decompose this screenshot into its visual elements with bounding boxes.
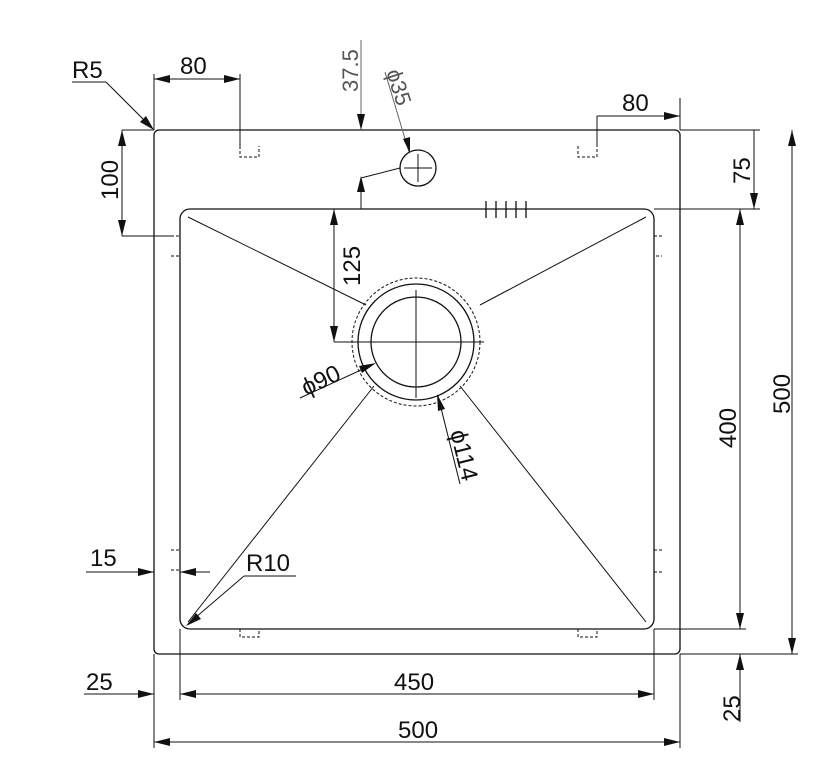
label-bottom-25: 25 [719,695,746,722]
outer-sink-outline [153,129,681,655]
label-400: 400 [715,408,742,448]
mounting-brackets [171,146,662,638]
label-500-height: 500 [769,374,796,414]
dim-left-100: 100 [97,129,171,237]
label-15: 15 [90,545,117,572]
dim-top-right-80: 80 [596,90,681,146]
dim-right-75: 75 [654,129,760,210]
dim-r10: R10 [186,550,296,626]
label-500-width: 500 [398,717,438,744]
label-r5: R5 [72,57,103,84]
label-37-5: 37.5 [338,49,363,92]
drain-assembly [351,277,484,407]
dim-400: 400 [654,209,746,630]
label-drain-outer-dia: ϕ114 [444,427,483,484]
label-450: 450 [394,669,434,696]
label-top-left-80: 80 [180,53,207,80]
dim-bottom-25: 25 [719,654,746,722]
dim-15: 15 [86,545,210,576]
dim-500-width: 500 [153,654,681,748]
label-right-75: 75 [729,157,756,184]
dim-37-5: 37.5 [338,40,365,130]
label-tap-hole-dia: ϕ35 [381,66,416,109]
label-left-25: 25 [86,669,113,696]
dim-125: 125 [330,167,401,343]
dim-r5: R5 [72,57,154,130]
overflow-slots [485,201,527,218]
label-drain-inner-dia: ϕ90 [297,360,345,401]
label-r10: R10 [246,550,290,577]
label-top-right-80: 80 [622,90,649,117]
inner-bowl-outline [179,208,655,630]
dim-450: 450 [179,629,655,700]
dim-drain-inner: ϕ90 [297,360,376,401]
dim-tap-hole: ϕ35 [381,66,416,153]
tap-hole [399,149,437,187]
label-left-100: 100 [97,160,124,200]
dim-top-left-80: 80 [153,53,241,146]
dim-drain-outer: ϕ114 [437,394,483,485]
dim-500-height: 500 [680,130,798,655]
bowl-slope-lines [187,216,647,623]
dim-left-25: 25 [84,669,154,698]
label-125: 125 [339,246,366,286]
